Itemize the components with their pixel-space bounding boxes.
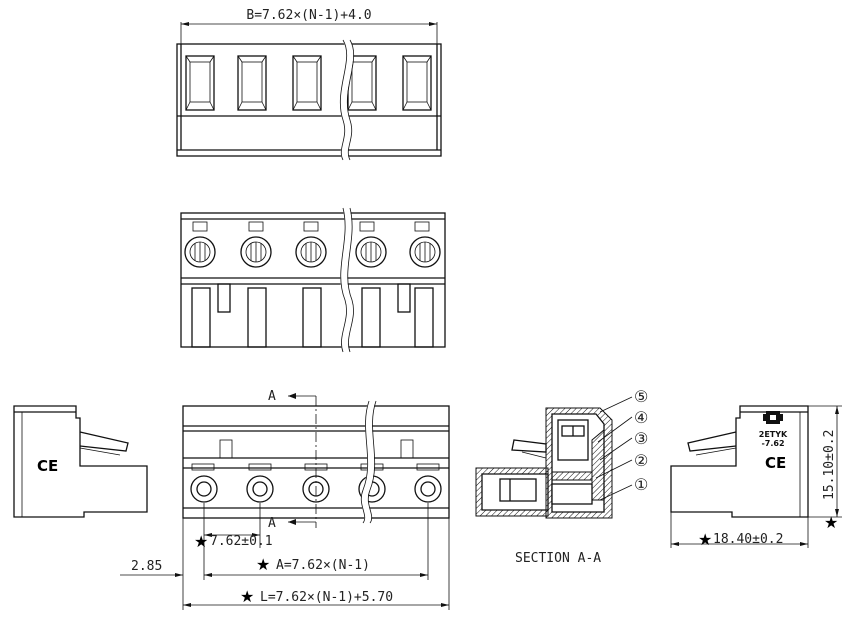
ce-mark-right: CE — [765, 454, 786, 472]
top-window-2 — [237, 55, 267, 111]
front-view — [180, 207, 446, 354]
top-window-1 — [185, 55, 215, 111]
top-window-3 — [292, 55, 322, 111]
bottom-break-line — [360, 399, 377, 526]
b-width-label: B=7.62×(N-1)+4.0 — [246, 8, 371, 23]
screw-5 — [409, 236, 441, 268]
depth-label: 18.40±0.2 — [713, 532, 783, 547]
left-side-view: CE — [13, 405, 148, 518]
right-side-view: 2ETYK -7.62 CE 15.10±0.2 ★ ★ 18.40±0.2 — [670, 405, 842, 549]
callout-5: ⑤ — [634, 387, 648, 406]
section-title: SECTION A-A — [515, 551, 601, 566]
screw-4 — [355, 236, 387, 268]
section-cut-marker: A A — [268, 389, 317, 531]
top-break-line — [339, 38, 355, 162]
wire-hole-1 — [190, 475, 218, 503]
section-view: ⑤ ④ ③ ② ① SECTION A-A — [475, 387, 648, 566]
star-depth: ★ — [698, 530, 712, 549]
wire-hole-2 — [246, 475, 274, 503]
callout-4: ④ — [634, 408, 648, 427]
ce-mark-left: CE — [37, 457, 58, 475]
l-width-label: L=7.62×(N-1)+5.70 — [260, 590, 393, 605]
front-break-line — [340, 207, 354, 354]
callout-1: ① — [634, 475, 648, 494]
top-view: B=7.62×(N-1)+4.0 — [176, 8, 442, 162]
callout-3: ③ — [634, 429, 648, 448]
screw-3 — [295, 236, 327, 268]
model-line-2: -7.62 — [761, 439, 784, 448]
star-a: ★ — [256, 555, 270, 574]
wire-hole-5 — [414, 475, 442, 503]
star-l: ★ — [240, 587, 254, 606]
star-pitch: ★ — [194, 532, 208, 551]
height-label: 15.10±0.2 — [822, 430, 837, 500]
screw-1 — [184, 236, 216, 268]
section-cut-label-bottom: A — [268, 516, 276, 531]
star-height: ★ — [824, 513, 838, 532]
bottom-front-view: A A ★ 7.62±0.1 ★ A=7.62×(N-1) 2.85 ★ L=7… — [120, 389, 450, 610]
logo-mark — [763, 411, 783, 424]
section-cut-label-top: A — [268, 389, 276, 404]
model-line-1: 2ETYK — [759, 430, 788, 439]
callout-2: ② — [634, 451, 648, 470]
screw-2 — [240, 236, 272, 268]
pitch-label: 7.62±0.1 — [210, 534, 273, 549]
offset-label: 2.85 — [131, 559, 162, 574]
a-width-label: A=7.62×(N-1) — [276, 558, 370, 573]
top-window-5 — [402, 55, 432, 111]
